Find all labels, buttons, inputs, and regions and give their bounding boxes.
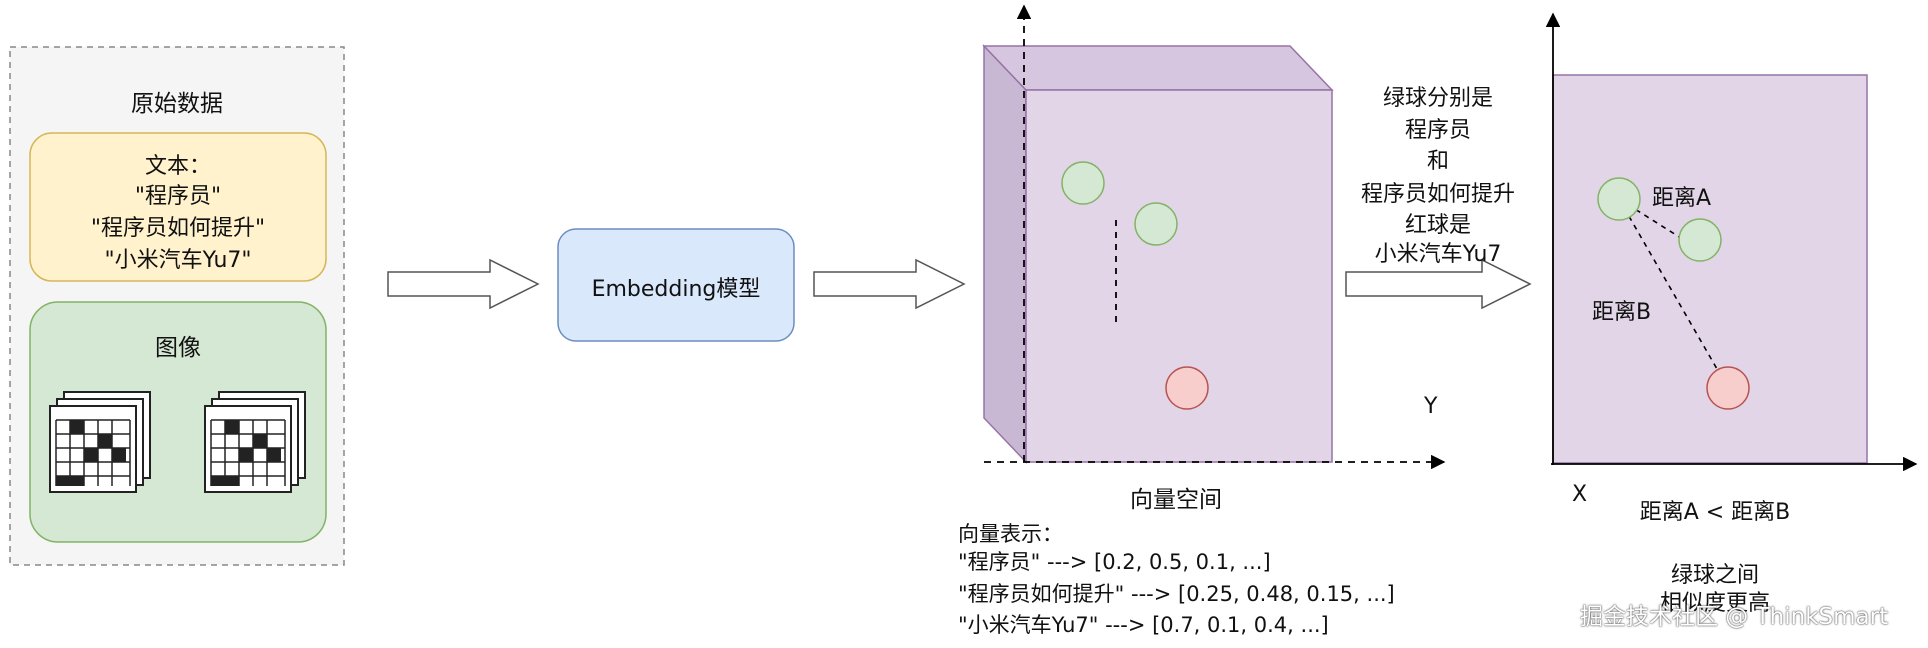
vector-space-cube (982, 44, 1334, 464)
representation-line: "小米汽车Yu7" ---> [0.7, 0.1, 0.4, ...] (958, 613, 1329, 637)
x-axis-label: X (1572, 482, 1588, 507)
watermark: 掘金技术社区 @ ThinkSmart (1580, 604, 1889, 630)
text-item: "程序员如何提升" (90, 216, 266, 241)
green-ball (1597, 177, 1641, 221)
explanation-line: 程序员如何提升 (1360, 182, 1515, 207)
distance-a-label: 距离A (1652, 186, 1712, 211)
red-ball (1706, 366, 1750, 410)
flow-arrow-1 (387, 258, 540, 310)
green-ball (1061, 161, 1105, 205)
representation-title: 向量表示： (958, 522, 1063, 546)
distance-comparison: 距离A < 距离B (1639, 500, 1791, 525)
distance-b-line (1618, 198, 1729, 389)
explanation-line: 红球是 (1404, 213, 1471, 238)
text-item: "小米汽车Yu7" (104, 248, 252, 273)
flow-arrow-3 (1345, 258, 1532, 310)
explanation-line: 小米汽车Yu7 (1374, 242, 1502, 267)
raw-data-title: 原始数据 (131, 91, 223, 117)
flow-arrow-2 (813, 258, 966, 310)
vector-space-label: 向量空间 (1130, 487, 1222, 513)
image-file-icon (204, 391, 306, 493)
green-ball (1678, 218, 1722, 262)
text-box (29, 132, 327, 282)
red-ball (1165, 366, 1209, 410)
conclusion-line: 相似度更高 (1659, 591, 1770, 616)
explanation-line: 绿球分别是 (1382, 86, 1493, 111)
distance-b-label: 距离B (1592, 300, 1652, 325)
embedding-model-box (557, 228, 795, 342)
representation-line: "程序员" ---> [0.2, 0.5, 0.1, ...] (958, 550, 1271, 574)
explanation-line: 程序员 (1404, 118, 1471, 143)
text-item: "程序员" (134, 184, 222, 209)
distance-panel (1552, 74, 1868, 464)
y-axis-label: Y (1424, 394, 1438, 419)
explanation-line: 和 (1426, 149, 1449, 174)
image-file-icon (49, 391, 151, 493)
image-label: 图像 (155, 335, 201, 361)
representation-line: "程序员如何提升" ---> [0.25, 0.48, 0.15, ...] (958, 582, 1395, 606)
embedding-model-label: Embedding模型 (591, 277, 761, 302)
conclusion-line: 绿球之间 (1670, 563, 1759, 588)
text-label: 文本： (144, 154, 211, 179)
green-ball (1134, 202, 1178, 246)
